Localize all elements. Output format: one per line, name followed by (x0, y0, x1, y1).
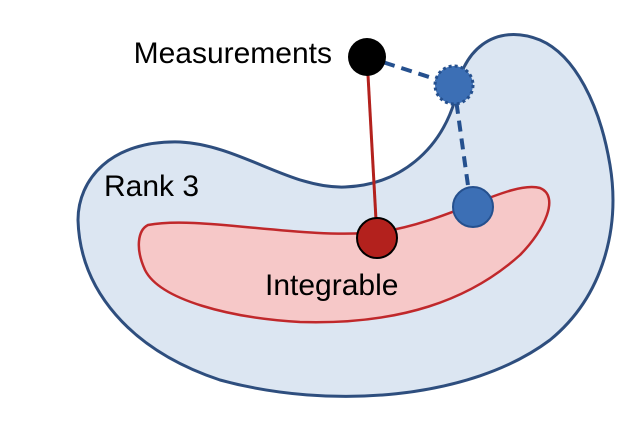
rank-label: Rank 3 (104, 170, 199, 203)
rank-boundary-point (433, 64, 475, 106)
integrable-point (356, 217, 398, 259)
measurement-point (348, 38, 386, 76)
rank-interior-point (452, 186, 494, 228)
integrable-region (137, 185, 551, 324)
integrable-label: Integrable (265, 269, 398, 302)
rank-to-interior-line (452, 84, 473, 208)
integrable-projection-line (365, 56, 379, 239)
measurements-label: Measurements (134, 37, 332, 70)
